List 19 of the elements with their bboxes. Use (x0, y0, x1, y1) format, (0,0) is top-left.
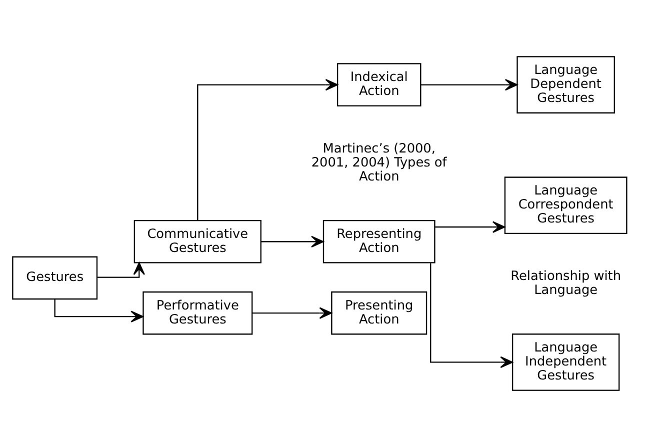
label: Martinec’s (2000, 2001, 2004) Types of Action (311, 140, 447, 184)
arrow (252, 306, 332, 318)
node-box: Presenting Action (331, 290, 428, 334)
arrow (261, 235, 324, 247)
label: Relationship with Language (510, 268, 621, 298)
arrow (435, 220, 506, 232)
node-box: Language Independent Gestures (512, 333, 620, 390)
arrow (430, 262, 513, 368)
node-box: Communicative Gestures (134, 219, 262, 263)
node-box: Language Correspondent Gestures (504, 176, 628, 234)
arrow (421, 78, 518, 90)
node-box: Representing Action (322, 219, 436, 263)
arrow (197, 78, 338, 220)
arrow (97, 262, 145, 278)
arrow (54, 298, 144, 322)
node-box: Performative Gestures (142, 290, 253, 334)
node-box: Language Dependent Gestures (516, 56, 615, 113)
node-box: Gestures (12, 256, 98, 300)
node-box: Indexical Action (336, 62, 422, 106)
